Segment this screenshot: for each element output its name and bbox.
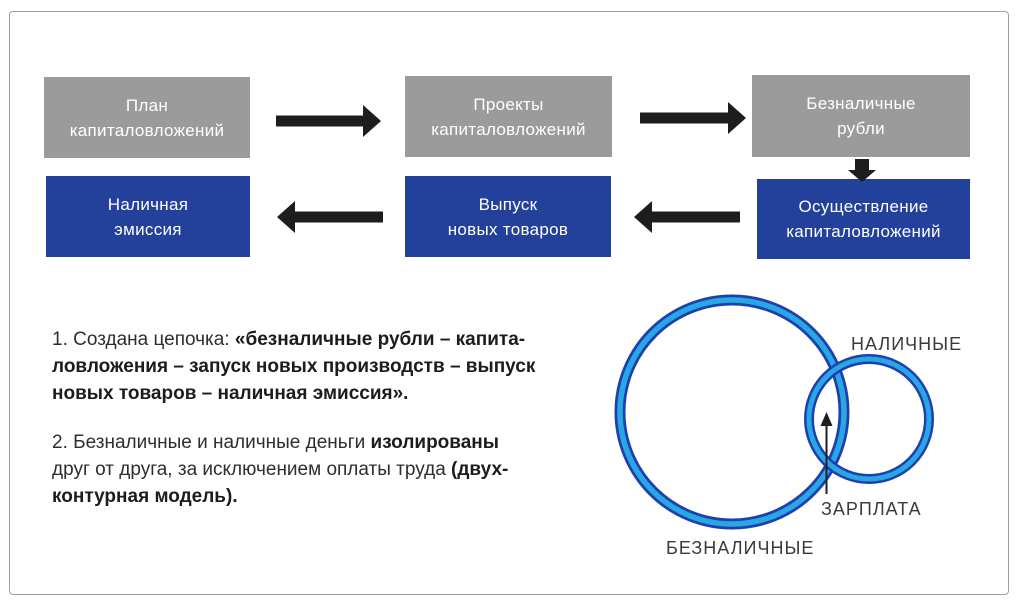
arrow-left-1-icon xyxy=(634,201,740,233)
venn-label-cash: НАЛИЧНЫЕ xyxy=(851,334,963,354)
salary-pointer-arrowhead-icon xyxy=(820,412,833,426)
arrow-right-1-icon xyxy=(276,105,381,137)
frame-border xyxy=(9,11,1009,595)
venn-label-noncash: БЕЗНАЛИЧНЫЕ xyxy=(666,538,815,558)
flow-box-cash-emission: Наличная эмиссия xyxy=(46,176,250,257)
venn-small-circle-core xyxy=(806,356,932,482)
arrow-left-2-icon xyxy=(277,201,383,233)
arrow-down-icon xyxy=(848,159,876,182)
note-chain: 1. Создана цепочка: «безналичные рубли –… xyxy=(52,329,536,404)
flow-box-projects: Проекты капиталовложений xyxy=(405,76,612,157)
venn-label-salary: ЗАРПЛАТА xyxy=(821,499,922,519)
note-isolation: 2. Безналичные и наличные деньги изолиро… xyxy=(52,432,509,507)
venn-big-circle-core xyxy=(617,297,847,527)
flow-box-capital-investment: Осуществление капиталовложений xyxy=(757,179,970,259)
flow-box-noncash-rubles: Безналичные рубли xyxy=(752,75,970,157)
flow-box-new-goods: Выпуск новых товаров xyxy=(405,176,611,257)
arrow-right-2-icon xyxy=(640,102,746,134)
flow-box-plan: План капиталовложений xyxy=(44,77,250,158)
